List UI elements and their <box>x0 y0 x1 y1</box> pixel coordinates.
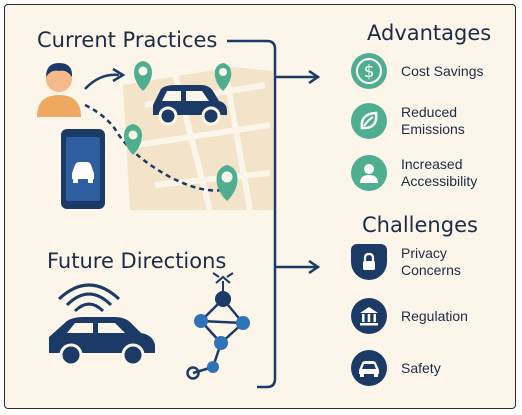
smartphone-icon <box>61 129 105 209</box>
map-pin-icon <box>214 63 232 91</box>
challenge-item-privacy-concerns: Privacy Concerns <box>351 244 481 280</box>
connected-car-icon <box>49 283 155 367</box>
section-title-future-directions: Future Directions <box>47 249 227 273</box>
car-icon <box>351 350 387 386</box>
bank-icon <box>351 298 387 334</box>
diagram-artwork <box>37 39 321 389</box>
person-icon <box>37 63 81 117</box>
challenge-label: Regulation <box>401 307 468 324</box>
person-icon <box>351 155 387 191</box>
arrow-curve-icon <box>84 73 120 90</box>
challenge-item-regulation: Regulation <box>351 298 468 334</box>
advantage-label: Reduced Emissions <box>401 104 465 137</box>
diagram-frame: Current Practices Future Directions Adva… <box>4 4 516 409</box>
advantage-item-cost-savings: $ Cost Savings <box>351 53 483 89</box>
map-pin-icon <box>216 165 238 201</box>
challenge-label: Safety <box>401 359 441 376</box>
bracket-line <box>227 39 277 389</box>
map-pin-icon <box>124 124 142 155</box>
advantage-item-increased-accessibility: Increased Accessibility <box>351 155 501 191</box>
section-title-current-practices: Current Practices <box>37 28 218 52</box>
challenge-item-safety: Safety <box>351 350 441 386</box>
car-icon <box>153 85 227 126</box>
challenge-label: Privacy Concerns <box>401 245 461 278</box>
advantage-label: Cost Savings <box>401 62 484 79</box>
advantage-label: Increased Accessibility <box>401 156 478 189</box>
section-title-advantages: Advantages <box>367 21 492 45</box>
network-graph-icon <box>186 272 250 380</box>
svg-text:$: $ <box>364 62 375 82</box>
dollar-icon: $ <box>351 53 387 89</box>
section-title-challenges: Challenges <box>362 213 478 237</box>
advantage-item-reduced-emissions: Reduced Emissions <box>351 103 491 139</box>
leaf-icon <box>351 103 387 139</box>
map-pin-icon <box>134 61 152 91</box>
route-dashed-line <box>84 103 228 192</box>
shield-lock-icon <box>351 244 387 280</box>
